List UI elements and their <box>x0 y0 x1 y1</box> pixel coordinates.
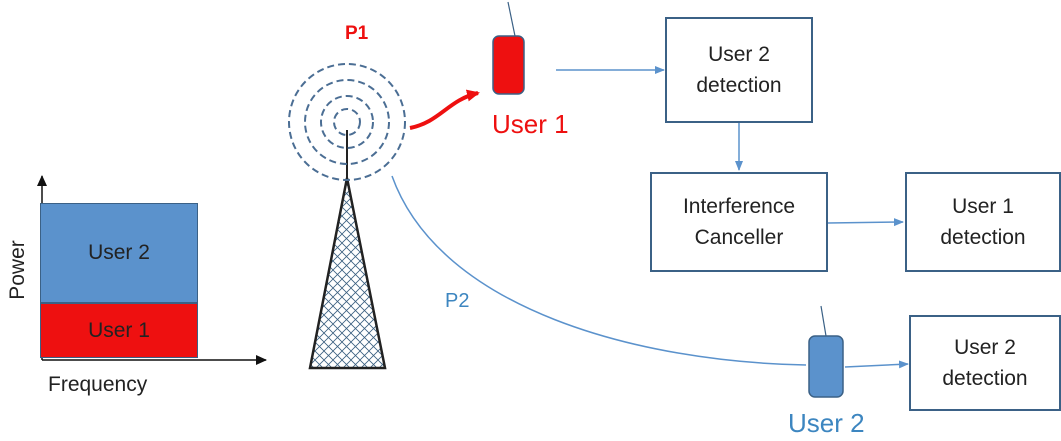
user2-detection-result-block: User 2 detection <box>909 315 1061 411</box>
interference-canceller-block: Interference Canceller <box>650 172 828 272</box>
user1-detection-block: User 1 detection <box>905 172 1061 272</box>
user1-power-bar: User 1 <box>40 303 198 358</box>
cell-tower-icon <box>308 130 387 370</box>
user2-power-bar: User 2 <box>40 203 198 303</box>
user2-bar-label: User 2 <box>88 241 150 264</box>
p1-signal-arrow <box>409 89 480 130</box>
mobile-phone-icon <box>808 305 844 398</box>
p2-label: P2 <box>445 290 470 312</box>
arrow-user2-to-user2-detection <box>844 360 909 369</box>
power-axis-label: Power <box>6 240 29 300</box>
user1-label: User 1 <box>492 109 569 139</box>
user2-label: User 2 <box>788 408 865 438</box>
radio-wave-rings <box>288 63 406 181</box>
p2-signal-path <box>391 175 807 366</box>
frequency-axis-label: Frequency <box>48 373 148 396</box>
user2-detection-block: User 2 detection <box>665 17 813 123</box>
mobile-phone-icon <box>492 1 525 95</box>
arrow-canceller-to-user1-detection <box>827 218 904 227</box>
p1-label: P1 <box>345 23 369 44</box>
user1-bar-label: User 1 <box>88 318 150 342</box>
